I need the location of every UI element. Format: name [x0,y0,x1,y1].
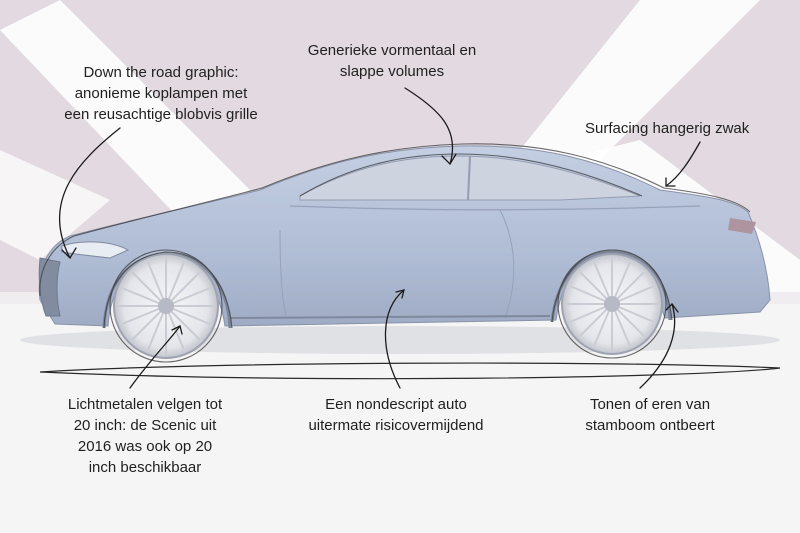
annotation-wheels: Lichtmetalen velgen tot 20 inch: de Scen… [67,396,223,476]
annotation-form: Generieke vormentaal en slappe volumes [307,42,477,80]
annotation-arrows [59,87,701,389]
backdrop-stripe [520,0,760,170]
rear-wheel [561,253,663,355]
backdrop-stripe [0,0,250,230]
headlight [61,241,130,259]
annotation-grille: Down the road graphic: anonieme koplampe… [64,64,258,123]
front-wheel [113,253,219,359]
annotation-nondescript: Een nondescript auto uitermate risicover… [308,396,484,434]
grille [38,257,61,317]
sketch-outline [39,143,751,363]
backdrop-stripe [0,150,110,260]
ground-sketch [39,362,781,380]
tail-light [728,218,756,234]
annotation-heritage: Tonen of eren van stamboom ontbeert [585,396,715,434]
annotation-surfacing: Surfacing hangerig zwak [585,120,750,137]
